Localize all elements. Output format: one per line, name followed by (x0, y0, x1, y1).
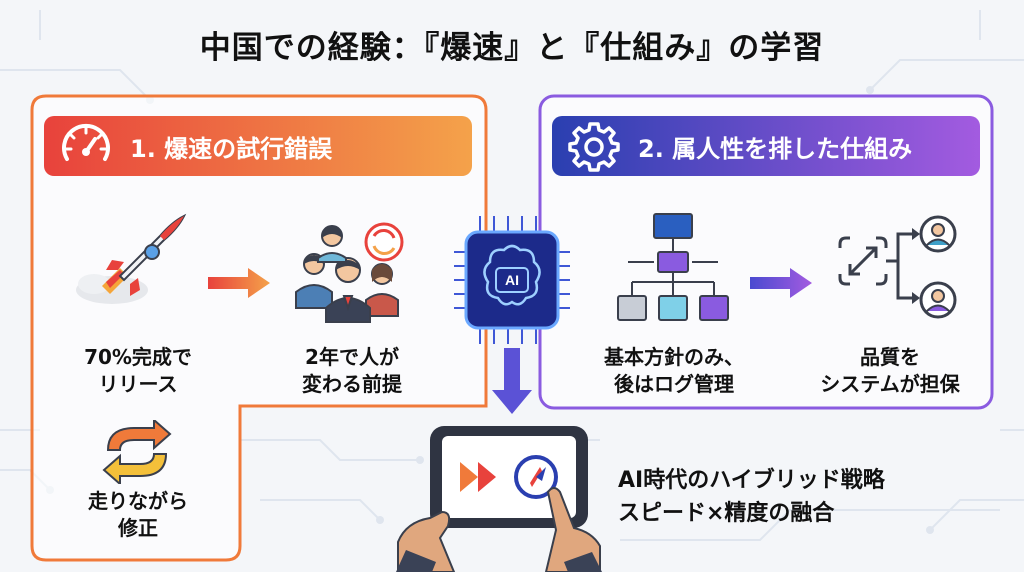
left-header: 1. 爆速の試行錯誤 (44, 116, 472, 176)
release-label-line2: リリース (98, 372, 178, 396)
people-label-line2: 変わる前提 (302, 372, 402, 396)
strategy-caption-line1: AI時代のハイブリッド戦略 (618, 468, 885, 493)
speedometer-icon (56, 116, 116, 176)
ai-brain-chip-icon: AI (454, 216, 570, 344)
release-label-line1: 70%完成で (84, 345, 192, 369)
policy-label: 基本方針のみ、 後はログ管理 (584, 344, 764, 398)
cycle-arrows-icon (102, 420, 172, 484)
tablet-hands-icon (396, 426, 602, 572)
quality-label: 品質を システムが担保 (800, 344, 980, 398)
left-panel-border (30, 94, 488, 562)
quality-label-line2: システムが担保 (820, 372, 960, 396)
rocket-icon (76, 213, 187, 304)
policy-label-line1: 基本方針のみ、 (604, 345, 744, 369)
page-title: 中国での経験：『爆速』と『仕組み』の学習 (199, 30, 825, 66)
gear-icon (564, 116, 624, 176)
strategy-caption-line2: スピード×精度の融合 (618, 501, 835, 526)
fix-label-line2: 修正 (118, 516, 158, 540)
fix-label: 走りながら 修正 (58, 488, 218, 542)
right-header-text: 2. 属人性を排した仕組み (638, 134, 913, 163)
system-users-icon (838, 215, 957, 319)
fix-label-line1: 走りながら (88, 489, 188, 513)
strategy-caption: AI時代のハイブリッド戦略 スピード×精度の融合 (618, 464, 885, 530)
quality-label-line1: 品質を (860, 345, 920, 369)
flowchart-icon (617, 213, 729, 321)
right-header: 2. 属人性を排した仕組み (552, 116, 980, 176)
people-label-line1: 2年で人が (305, 345, 399, 369)
arrow-down-purple (492, 348, 532, 414)
release-label: 70%完成で リリース (58, 344, 218, 398)
left-header-text: 1. 爆速の試行錯誤 (130, 134, 333, 163)
ai-chip-text: AI (505, 272, 519, 288)
team-change-icon (295, 222, 404, 323)
arrow-right-orange (208, 268, 270, 298)
arrow-right-purple (750, 268, 812, 298)
policy-label-line2: 後はログ管理 (614, 372, 734, 396)
people-label: 2年で人が 変わる前提 (272, 344, 432, 398)
